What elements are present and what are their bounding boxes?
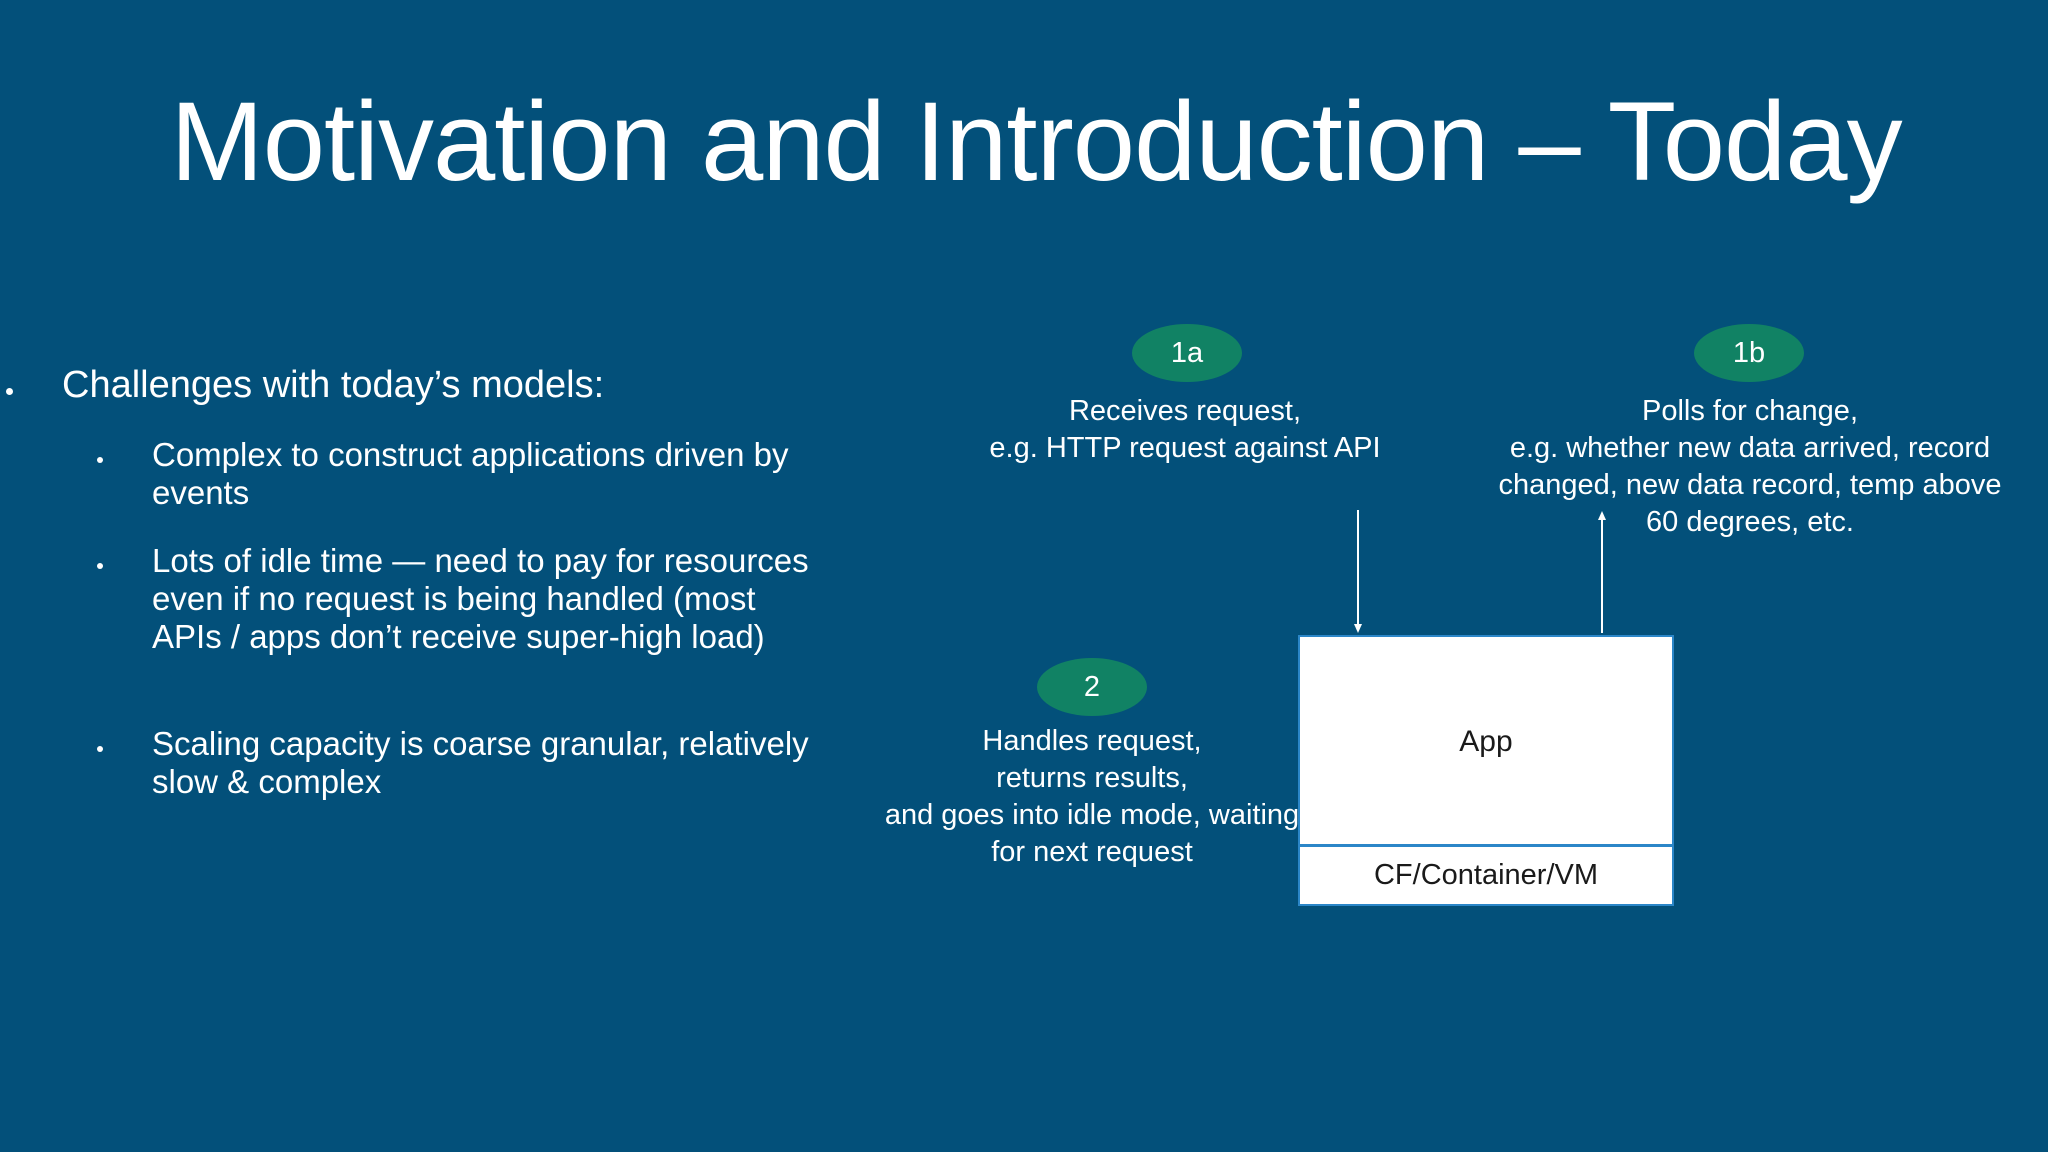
caption-1b-line2: e.g. whether new data arrived, record — [1509, 432, 1991, 464]
badge-1a: 1a — [1132, 324, 1242, 382]
sub-bullet-scaling: Scaling capacity is coarse granular, rel… — [152, 725, 809, 800]
caption-2-line1: Handles request, — [982, 725, 1202, 757]
app-label: App — [1459, 725, 1513, 758]
arrow-request-down — [1354, 510, 1362, 633]
caption-2-line4: for next request — [991, 836, 1193, 868]
caption-1b-line3: changed, new data record, temp above — [1498, 469, 2002, 501]
caption-2-line2: returns results, — [996, 762, 1188, 794]
sub-bullet-dot — [97, 457, 103, 463]
caption-1b-line1: Polls for change, — [1641, 395, 1858, 427]
badge-2: 2 — [1037, 658, 1147, 716]
sub-bullet-idle-time: Lots of idle time — need to pay for reso… — [152, 542, 809, 655]
badge-1b: 1b — [1694, 324, 1804, 382]
caption-2: Handles request, returns results, and go… — [842, 723, 1342, 871]
sub-bullet-complex: Complex to construct applications driven… — [152, 436, 789, 511]
platform-box: CF/Container/VM — [1298, 845, 1674, 906]
caption-1a: Receives request, e.g. HTTP request agai… — [960, 393, 1410, 467]
main-bullet-text: Challenges with today’s models: — [62, 364, 605, 406]
caption-1a-line1: Receives request, — [1068, 395, 1302, 427]
bullet-dot — [6, 388, 13, 395]
caption-2-line3: and goes into idle mode, waiting — [884, 799, 1300, 831]
caption-1b: Polls for change, e.g. whether new data … — [1466, 393, 2034, 541]
sub-bullet-dot — [97, 563, 103, 569]
caption-1a-line2: e.g. HTTP request against API — [989, 432, 1381, 464]
sub-bullet-dot — [97, 746, 103, 752]
slide-title: Motivation and Introduction – Today — [170, 79, 1902, 204]
app-box: App — [1298, 635, 1674, 846]
caption-1b-line4: 60 degrees, etc. — [1646, 506, 1854, 538]
arrow-poll-up — [1598, 511, 1606, 633]
